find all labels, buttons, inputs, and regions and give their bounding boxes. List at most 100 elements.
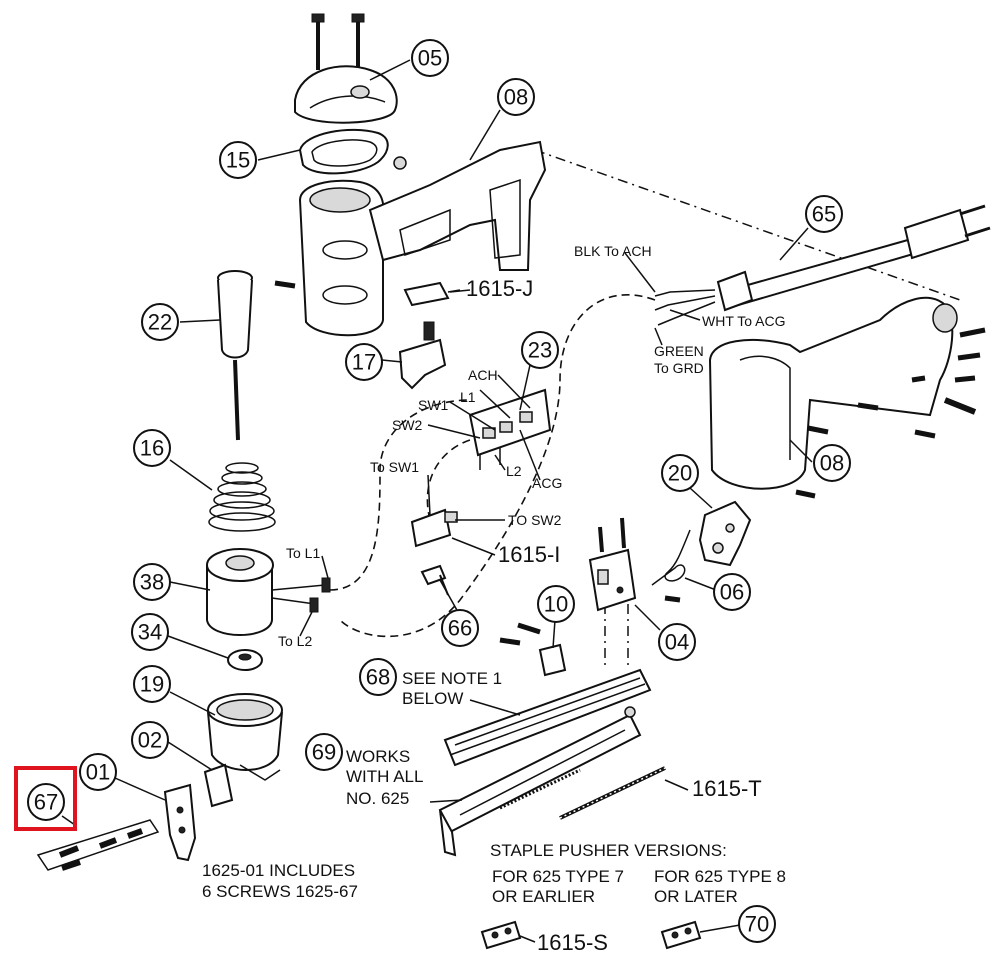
label-pusher-title: STAPLE PUSHER VERSIONS:: [490, 841, 727, 860]
svg-text:02: 02: [138, 728, 162, 753]
callout-66: 66: [441, 609, 479, 647]
svg-text:23: 23: [528, 338, 552, 363]
part-15-gasket: [298, 128, 389, 175]
part-1615-i-switch: [410, 508, 458, 548]
label-no-625: NO. 625: [346, 789, 409, 808]
label-to-l2: To L2: [278, 633, 312, 649]
svg-text:20: 20: [668, 461, 692, 486]
callout-08-upper: 08: [497, 78, 535, 116]
callout-04: 04: [658, 623, 696, 661]
label-sw1: SW1: [418, 397, 449, 413]
callout-67: 67: [27, 783, 65, 821]
callout-19: 19: [133, 665, 171, 703]
callout-08-handle: 08: [813, 444, 851, 482]
callout-68: 68: [359, 658, 397, 696]
screw-left: [274, 280, 296, 289]
part-20-latch: [698, 500, 752, 567]
svg-text:70: 70: [745, 912, 769, 937]
callout-10: 10: [537, 585, 575, 623]
callout-02: 02: [131, 721, 169, 759]
svg-text:17: 17: [352, 350, 376, 375]
part-23-circuit-board: [468, 388, 552, 470]
label-below: BELOW: [402, 689, 463, 708]
part-68-magazine: [443, 668, 652, 767]
svg-text:10: 10: [544, 592, 568, 617]
label-type8-b: OR LATER: [654, 887, 738, 906]
svg-text:65: 65: [812, 202, 836, 227]
part-65-power-cord: [654, 204, 991, 326]
svg-text:05: 05: [418, 46, 442, 71]
label-type7-a: FOR 625 TYPE 7: [492, 867, 624, 886]
callout-20: 20: [661, 454, 699, 492]
callout-65: 65: [805, 195, 843, 233]
label-type7-b: OR EARLIER: [492, 887, 595, 906]
svg-text:22: 22: [148, 310, 172, 335]
label-to-sw1: To SW1: [370, 459, 419, 475]
callout-69: 69: [305, 733, 343, 771]
part-34-washer: [227, 649, 263, 671]
part-04-mechanism: [588, 517, 681, 612]
label-to-sw2: TO SW2: [508, 512, 562, 528]
label-to-grd: To GRD: [654, 360, 704, 376]
callout-17: 17: [345, 343, 383, 381]
part-02-plate: [203, 763, 234, 808]
alignment-line-frame: [534, 149, 961, 301]
svg-text:01: 01: [86, 760, 110, 785]
svg-text:08: 08: [820, 451, 844, 476]
part-06-spring: [651, 529, 691, 586]
callout-05: 05: [411, 39, 449, 77]
label-1615-t: 1615-T: [692, 776, 762, 801]
svg-text:15: 15: [226, 148, 250, 173]
label-works: WORKS: [346, 747, 410, 766]
wire-to-l1: [329, 399, 471, 591]
label-acg: ACG: [532, 475, 562, 491]
svg-text:69: 69: [312, 740, 336, 765]
label-blk-to-ach: BLK To ACH: [574, 243, 652, 259]
label-includes-1: 1625-01 INCLUDES: [202, 861, 355, 880]
callout-38: 38: [133, 563, 171, 601]
label-includes-2: 6 SCREWS 1625-67: [202, 882, 358, 901]
part-66-bracket: [420, 564, 449, 596]
label-with-all: WITH ALL: [346, 767, 423, 786]
part-01-nose: [163, 783, 197, 862]
callout-34: 34: [131, 613, 169, 651]
part-1615-j: [403, 281, 471, 307]
part-38-solenoid: [206, 548, 331, 636]
part-67-screws: [36, 819, 160, 871]
label-to-l1: To L1: [286, 545, 320, 561]
label-l2: L2: [506, 463, 522, 479]
svg-text:06: 06: [720, 580, 744, 605]
label-see-note-1: SEE NOTE 1: [402, 669, 502, 688]
label-wht-to-acg: WHT To ACG: [702, 313, 786, 329]
svg-text:19: 19: [140, 672, 164, 697]
leader-lines: [61, 59, 813, 943]
part-17-trigger: [398, 321, 447, 390]
wire-to-sw: [426, 439, 471, 521]
label-l1: L1: [460, 389, 476, 405]
svg-text:08: 08: [504, 85, 528, 110]
svg-text:67: 67: [34, 790, 58, 815]
callout-22: 22: [141, 303, 179, 341]
part-1615-s-pusher: [480, 920, 522, 950]
label-green: GREEN: [654, 343, 704, 359]
callout-01: 01: [79, 753, 117, 791]
handle-screws: [795, 327, 986, 499]
highlight-box-67: [14, 766, 77, 831]
cap-screws: [311, 13, 365, 70]
part-10-guide: [499, 622, 567, 677]
callout-70: 70: [738, 905, 776, 943]
part-1615-t-rod: [559, 766, 666, 820]
callout-06: 06: [713, 573, 751, 611]
svg-text:04: 04: [665, 630, 689, 655]
part-08-handle-housing: [708, 296, 958, 490]
wire-green-ground: [339, 294, 656, 638]
label-sw2: SW2: [392, 417, 423, 433]
label-1615-s: 1615-S: [537, 930, 608, 955]
svg-text:16: 16: [140, 436, 164, 461]
label-1615-j: 1615-J: [466, 276, 533, 301]
svg-text:38: 38: [140, 570, 164, 595]
svg-text:66: 66: [448, 616, 472, 641]
callout-16: 16: [133, 429, 171, 467]
part-08-upper-housing: [298, 140, 547, 337]
